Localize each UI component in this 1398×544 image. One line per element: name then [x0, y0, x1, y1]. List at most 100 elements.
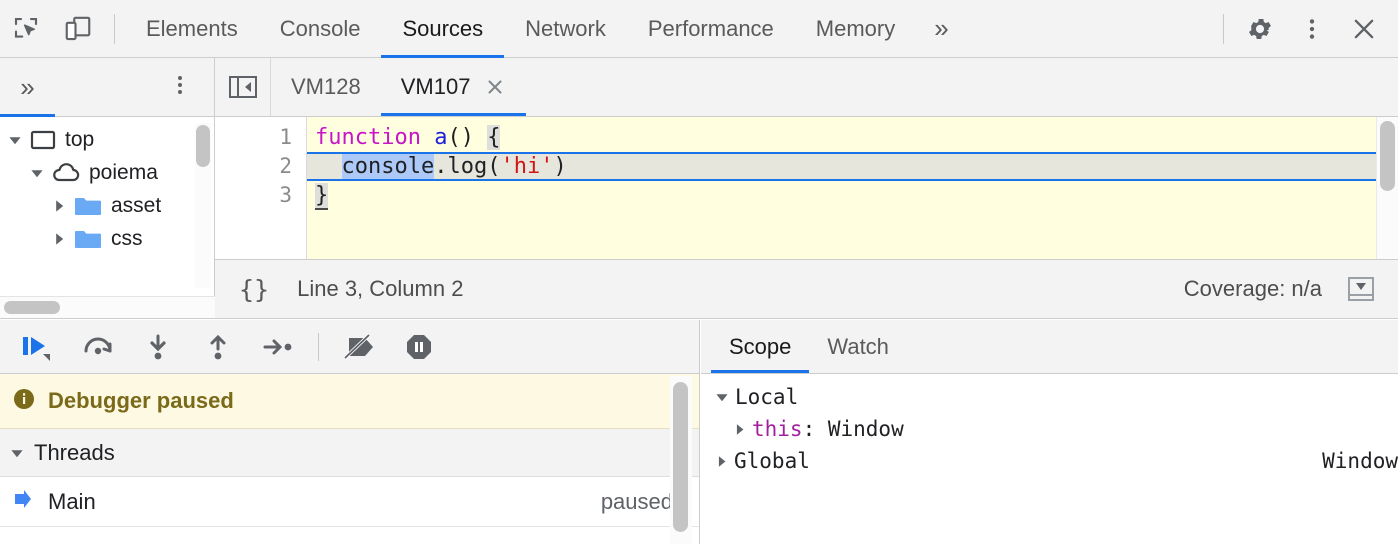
toolbar-divider-right: [1223, 13, 1224, 44]
close-icon[interactable]: [1338, 1, 1390, 57]
tab-network-label: Network: [525, 15, 606, 41]
code-line-2-execution-line[interactable]: console.log('hi'): [307, 152, 1398, 181]
gear-icon[interactable]: [1234, 1, 1286, 57]
tab-scope-label: Scope: [729, 333, 792, 359]
cursor-position-label: Line 3, Column 2: [297, 276, 464, 301]
threads-section-title: Threads: [34, 439, 115, 465]
token-console-selected: console: [341, 154, 435, 179]
tree-item-css-label: css: [111, 226, 143, 250]
tab-network[interactable]: Network: [504, 0, 627, 58]
more-options-icon[interactable]: [1286, 1, 1338, 57]
close-icon[interactable]: [484, 76, 506, 98]
scope-pane: Scope Watch Local this: Window: [701, 320, 1398, 544]
scope-row-global[interactable]: Global Window: [701, 445, 1398, 477]
scope-row-this[interactable]: this: Window: [701, 413, 1398, 445]
debugger-vertical-scrollbar-thumb[interactable]: [673, 382, 688, 532]
inspect-element-icon[interactable]: [0, 1, 52, 57]
navigator-more-tabs-button[interactable]: »: [0, 58, 55, 117]
tab-elements[interactable]: Elements: [125, 0, 259, 58]
scope-row-global-label: Global: [734, 449, 810, 473]
debugger-paused-banner: Debugger paused: [0, 374, 699, 429]
popout-drawer-icon[interactable]: [1346, 274, 1376, 304]
collapse-sidebar-icon[interactable]: [215, 58, 271, 116]
devtools-main-toolbar: Elements Console Sources Network Perform…: [0, 0, 1398, 58]
scope-row-local[interactable]: Local: [701, 381, 1398, 413]
editor-tab-vm128[interactable]: VM128: [271, 58, 381, 116]
thread-row-main[interactable]: Main paused: [0, 477, 699, 527]
chevron-down-icon[interactable]: [715, 390, 729, 404]
token-function-name: a: [434, 125, 448, 150]
navigator-tabbar: »: [0, 58, 214, 117]
tab-scope[interactable]: Scope: [711, 320, 810, 373]
navigator-vertical-scrollbar[interactable]: [195, 123, 211, 288]
token-string-hi: 'hi': [500, 154, 554, 179]
scope-tabbar: Scope Watch: [701, 320, 1398, 374]
resume-icon[interactable]: [8, 321, 68, 373]
chevron-down-icon[interactable]: [30, 166, 44, 180]
debugger-vertical-scrollbar[interactable]: [670, 376, 692, 544]
debugger-paused-label: Debugger paused: [48, 388, 234, 413]
scope-tree[interactable]: Local this: Window Global Window: [701, 374, 1398, 544]
tab-elements-label: Elements: [146, 15, 238, 41]
tab-watch[interactable]: Watch: [809, 320, 907, 373]
navigator-horizontal-scrollbar[interactable]: [0, 296, 215, 318]
threads-section-header[interactable]: Threads: [0, 429, 699, 477]
thread-state-label: paused: [600, 488, 673, 514]
editor-vertical-scrollbar[interactable]: [1376, 117, 1398, 259]
folder-icon: [74, 228, 102, 250]
tab-sources[interactable]: Sources: [381, 0, 504, 58]
more-options-icon[interactable]: [168, 73, 192, 102]
info-icon: [12, 387, 36, 416]
chevron-right-icon[interactable]: [733, 423, 746, 436]
pause-on-exceptions-icon[interactable]: [389, 321, 449, 373]
tab-console-label: Console: [279, 15, 361, 41]
token-close-brace: }: [315, 183, 329, 210]
editor-tabbar: VM128 VM107: [215, 58, 1398, 117]
source-editor-pane: VM128 VM107 1 2 3 function a() { console…: [215, 58, 1398, 319]
navigator-file-tree[interactable]: top poiema: [0, 117, 214, 292]
debugger-pane: Debugger paused Threads Main paused: [0, 320, 700, 544]
tree-item-css[interactable]: css: [0, 222, 214, 255]
chevron-right-icon[interactable]: [52, 232, 66, 246]
debugger-toolbar-divider: [318, 332, 319, 361]
step-out-icon[interactable]: [188, 321, 248, 373]
pretty-print-icon[interactable]: {}: [239, 274, 270, 304]
tab-console[interactable]: Console: [259, 0, 382, 58]
editor-tab-vm107[interactable]: VM107: [380, 58, 527, 116]
chevron-double-right-icon: »: [20, 71, 35, 102]
chevron-right-icon[interactable]: [715, 455, 728, 468]
step-over-icon[interactable]: [68, 321, 128, 373]
deactivate-breakpoints-icon[interactable]: [329, 321, 389, 373]
step-into-icon[interactable]: [128, 321, 188, 373]
tab-memory-label: Memory: [815, 15, 896, 41]
token-space: [421, 125, 434, 150]
navigator-vertical-scrollbar-thumb[interactable]: [196, 125, 210, 167]
tree-item-assets-label: asset: [111, 193, 162, 217]
token-indent: [315, 154, 342, 179]
code-editor[interactable]: 1 2 3 function a() { console.log('hi') }: [215, 117, 1398, 259]
code-line-3[interactable]: }: [307, 181, 1398, 210]
tree-item-assets[interactable]: asset: [0, 189, 214, 222]
toolbar-right-actions: [1213, 0, 1398, 58]
chevron-down-icon[interactable]: [8, 133, 22, 147]
navigator-pane: » top: [0, 58, 215, 319]
chevron-down-icon[interactable]: [10, 446, 24, 460]
editor-vertical-scrollbar-thumb[interactable]: [1380, 121, 1395, 191]
scope-row-this-key: this: [752, 417, 803, 441]
tree-item-poiema[interactable]: poiema: [0, 156, 214, 189]
code-line-1[interactable]: function a() {: [307, 123, 1398, 152]
tab-memory[interactable]: Memory: [795, 0, 916, 58]
scope-row-local-label: Local: [735, 385, 799, 409]
panel-tabs: Elements Console Sources Network Perform…: [125, 0, 967, 58]
more-panels-button[interactable]: »: [916, 0, 966, 58]
device-toolbar-icon[interactable]: [52, 1, 104, 57]
coverage-label: Coverage: n/a: [1183, 276, 1322, 301]
tab-performance[interactable]: Performance: [627, 0, 795, 58]
token-keyword-function: function: [315, 125, 421, 150]
step-icon[interactable]: [248, 321, 308, 373]
code-content[interactable]: function a() { console.log('hi') }: [307, 117, 1398, 259]
navigator-horizontal-scrollbar-thumb[interactable]: [4, 301, 60, 314]
chevron-right-icon[interactable]: [52, 199, 66, 213]
tree-item-top[interactable]: top: [0, 123, 214, 156]
